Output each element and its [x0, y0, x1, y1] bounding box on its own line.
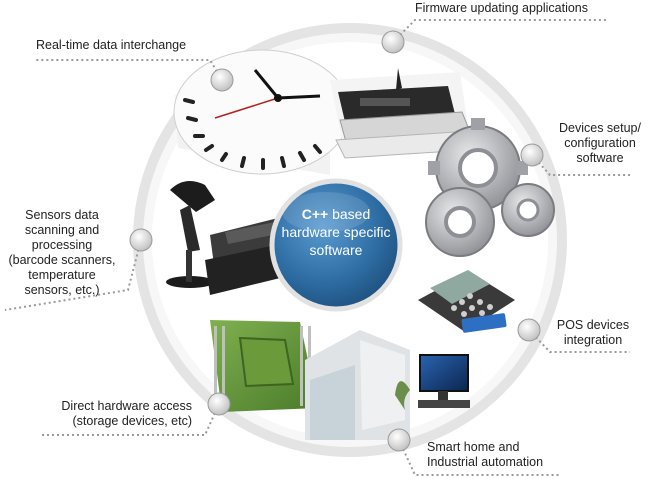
- label-direct-line-1: Direct hardware access: [61, 399, 192, 413]
- label-smart-home: Smart home and Industrial automation: [427, 440, 543, 470]
- label-smart-home-line-1: Smart home and: [427, 440, 520, 454]
- node-devices-setup: [520, 143, 544, 167]
- gears-icon: [425, 118, 555, 257]
- label-smart-home-line-2: Industrial automation: [427, 455, 544, 469]
- label-sensors-line-4: (barcode scanners,: [8, 253, 116, 267]
- label-firmware: Firmware updating applications: [415, 1, 588, 16]
- label-pos-line-2: integration: [563, 333, 623, 347]
- label-sensors-line-3: processing: [31, 238, 93, 252]
- label-devices-setup-line-3: software: [576, 151, 624, 165]
- node-dots: [129, 30, 544, 452]
- label-sensors-line-5: temperature: [28, 268, 96, 282]
- center-circle: [269, 178, 403, 312]
- center-line-3: software: [309, 242, 363, 258]
- label-sensors-line-1: Sensors data: [25, 208, 99, 222]
- printer-icon: [330, 68, 471, 159]
- label-realtime: Real-time data interchange: [36, 38, 186, 53]
- node-smart-home: [387, 428, 411, 452]
- label-pos-line-1: POS devices: [556, 318, 630, 332]
- label-sensors: Sensors data scanning and processing (ba…: [0, 208, 124, 298]
- center-line-1-rest: based: [328, 206, 371, 222]
- label-pos: POS devices integration: [552, 318, 634, 348]
- label-firmware-text: Firmware updating applications: [415, 1, 589, 15]
- node-sensors: [129, 228, 153, 252]
- center-line-2: hardware specific: [281, 224, 391, 240]
- label-sensors-line-6: sensors, etc.): [24, 283, 100, 297]
- chip-icon: [210, 320, 318, 412]
- label-sensors-line-2: scanning and: [24, 223, 100, 237]
- label-devices-setup: Devices setup/ configuration software: [552, 121, 648, 166]
- clock-icon: [173, 49, 351, 175]
- node-firmware: [381, 30, 405, 54]
- center-label: C++ based hardware specific software: [272, 205, 400, 259]
- node-realtime: [210, 68, 234, 92]
- card-terminal-icon: [418, 270, 515, 333]
- label-direct: Direct hardware access (storage devices,…: [30, 399, 192, 429]
- center-line-1: C++ based: [272, 205, 400, 223]
- smart-home-icon: [305, 330, 470, 440]
- label-direct-line-2: (storage devices, etc): [72, 414, 193, 428]
- label-realtime-text: Real-time data interchange: [36, 38, 187, 52]
- node-direct: [207, 392, 231, 416]
- node-pos: [517, 318, 541, 342]
- label-devices-setup-line-1: Devices setup/: [559, 121, 641, 135]
- center-prefix: C++: [301, 206, 329, 222]
- label-devices-setup-line-2: configuration: [564, 136, 636, 150]
